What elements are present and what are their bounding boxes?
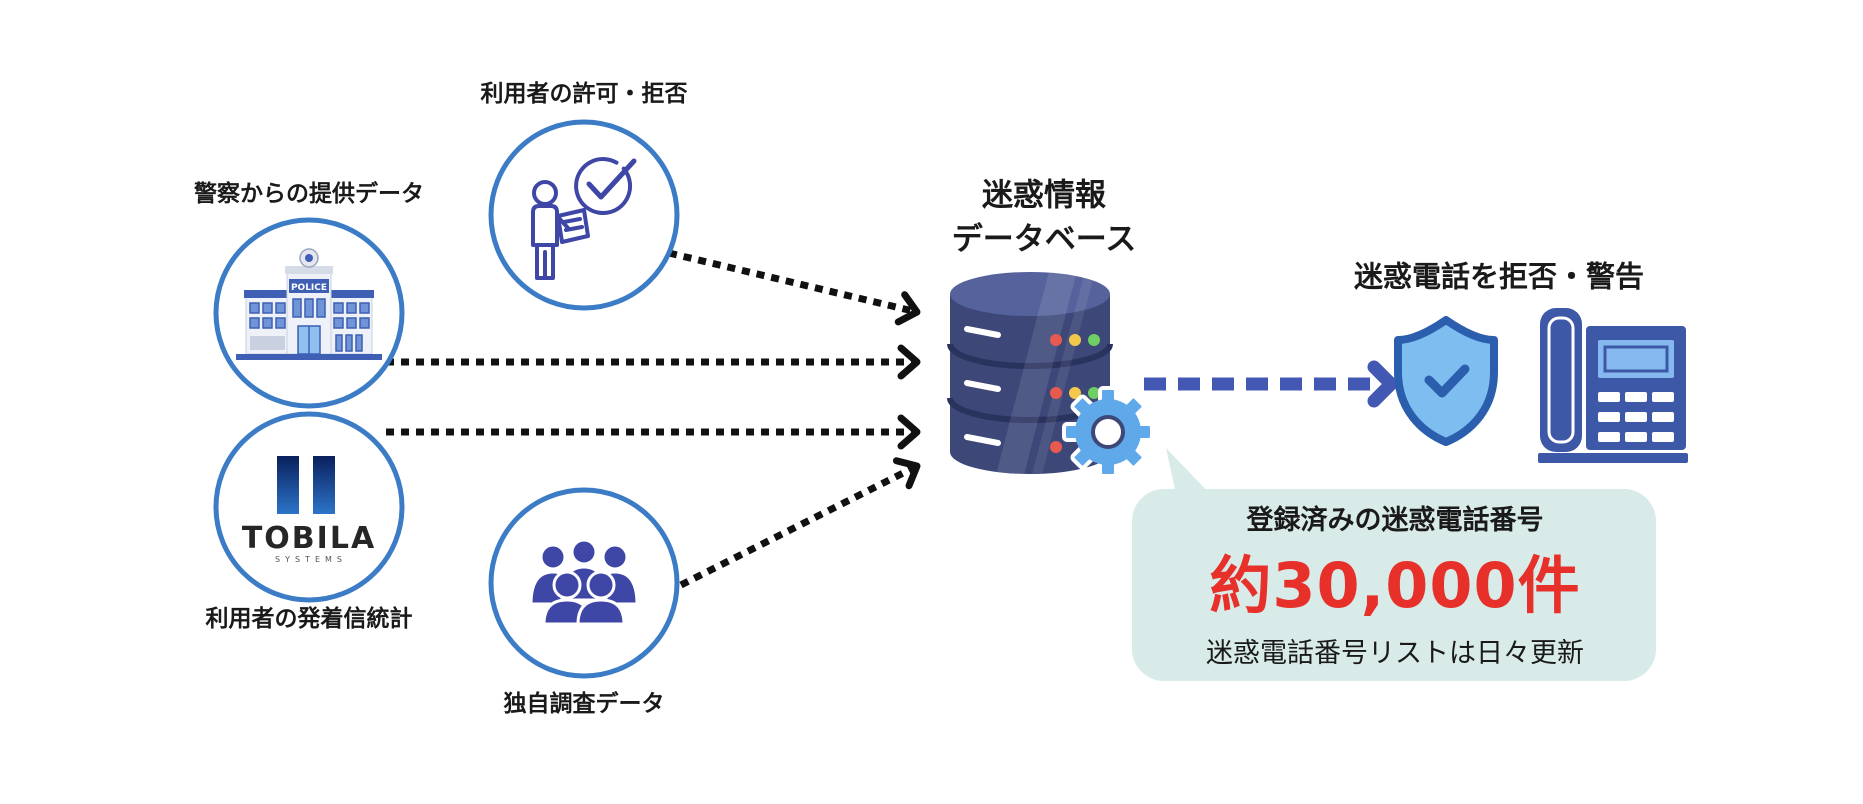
tobila-logo-bar-left [277,456,299,514]
statistics-circle [213,411,405,603]
database-title-line2: データベース [951,221,1137,258]
callout-count: 約30,000件 [1209,548,1581,622]
statistics-source: TOBILA SYSTEMS [213,411,405,603]
tobila-logo-bar-right [313,456,335,514]
database-title-line1: 迷惑情報 [982,177,1106,214]
research-source [488,487,680,679]
research-label: 独自調査データ [503,691,665,718]
office-phone-icon [1538,308,1688,463]
shield-check-icon [1394,316,1498,446]
arrow-permission-to-database [668,249,921,326]
gear-icon [1062,386,1154,478]
arrow-database-to-output [1144,360,1398,408]
permission-source [488,119,680,311]
police-station-icon: POLICE [236,248,382,360]
source-arrows [386,249,921,589]
callout-bubble [1132,448,1656,681]
status-leds [1050,334,1100,453]
police-badge-text: POLICE [291,283,327,293]
arrow-research-to-database [679,457,921,589]
police-source: POLICE [213,217,405,409]
permission-label: 利用者の許可・拒否 [480,81,688,108]
callout-note: 迷惑電話番号リストは日々更新 [1206,637,1584,669]
callout-heading: 登録済みの迷惑電話番号 [1246,504,1544,536]
tobila-logo-subtext: SYSTEMS [275,555,347,564]
person-checkmark-icon [531,157,637,280]
people-group-icon [529,538,639,626]
statistics-label: 利用者の発着信統計 [205,606,413,633]
police-label: 警察からの提供データ [194,181,424,208]
tobila-logo: TOBILA SYSTEMS [242,456,376,564]
output-label: 迷惑電話を拒否・警告 [1353,259,1645,294]
database-server-icon [947,272,1113,474]
tobila-logo-text: TOBILA [242,521,376,556]
